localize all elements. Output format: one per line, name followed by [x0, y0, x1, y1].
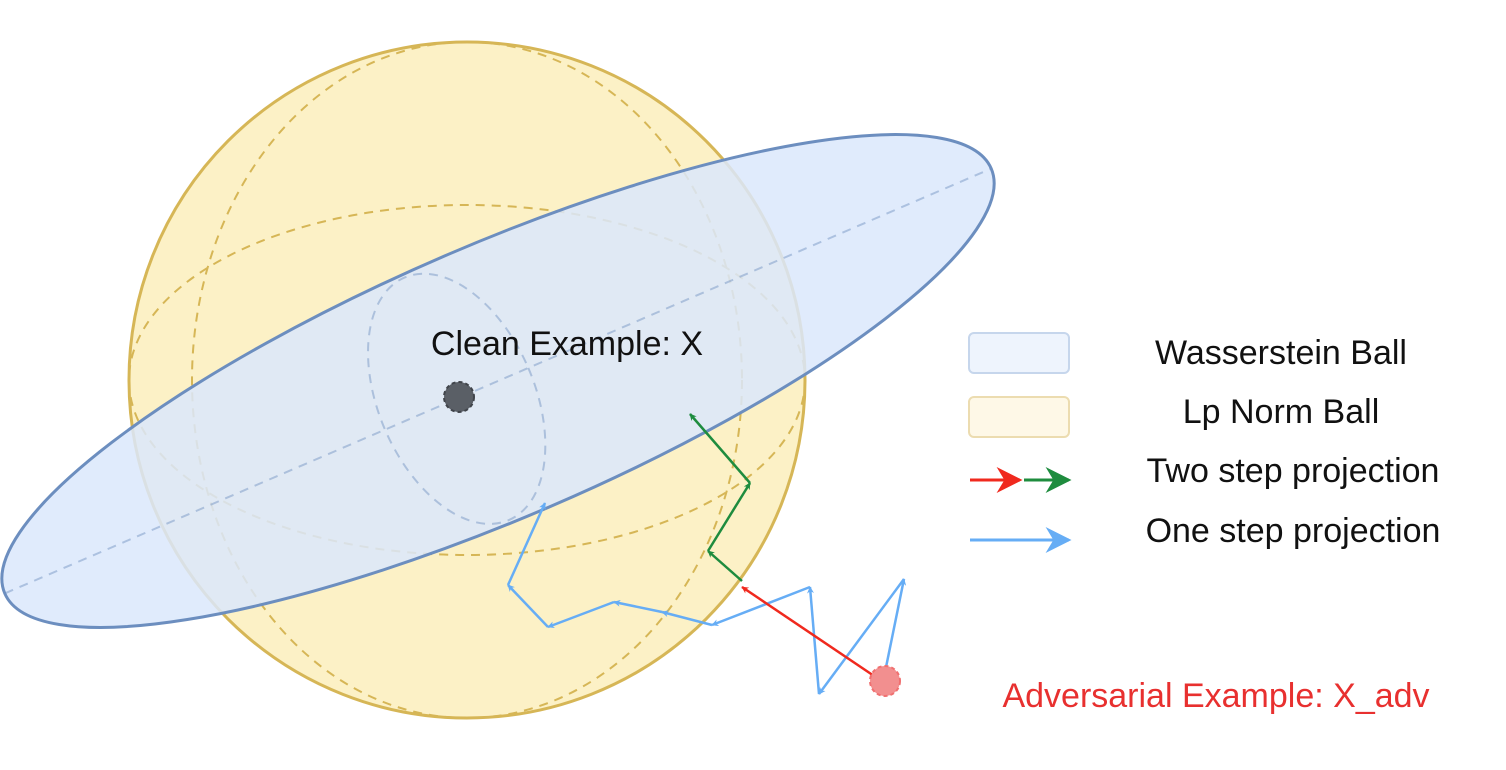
clean-example-point: [443, 381, 475, 413]
clean-example-label: Clean Example: X: [431, 325, 703, 363]
two-step-red-arrow: [741, 585, 884, 684]
legend-label-two-step: Two step projection: [1147, 452, 1440, 490]
wasserstein-ball: [0, 133, 996, 629]
legend-label-one-step: One step projection: [1146, 512, 1441, 550]
adversarial-example-point: [869, 665, 901, 697]
legend: Wasserstein Ball Lp Norm Ball Two step p…: [968, 332, 1441, 553]
legend-swatch-lp: [968, 396, 1070, 438]
legend-label-wasserstein: Wasserstein Ball: [1155, 334, 1407, 372]
legend-label-lp: Lp Norm Ball: [1183, 393, 1380, 431]
one-step-projection-path: [506, 502, 907, 695]
two-step-green-path: [689, 413, 752, 582]
legend-swatch-wasserstein: [968, 332, 1070, 374]
adversarial-example-label: Adversarial Example: X_adv: [1002, 677, 1429, 715]
